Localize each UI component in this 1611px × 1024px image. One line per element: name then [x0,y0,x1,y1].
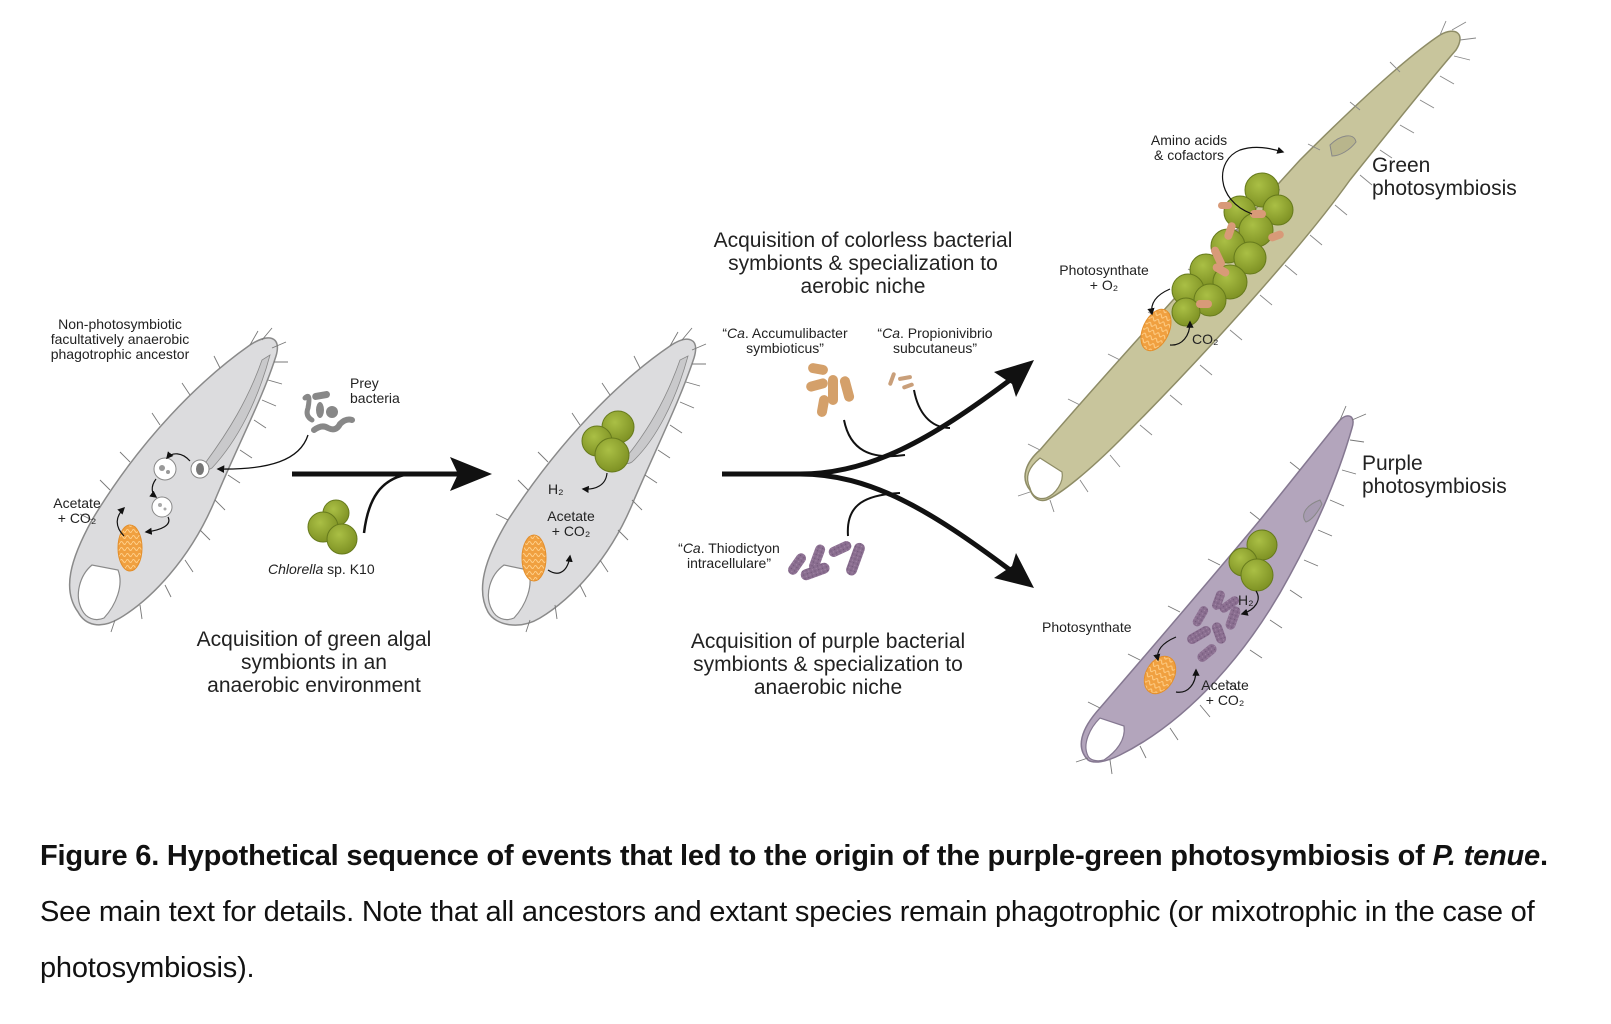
photosynthate-line: + O₂ [1089,277,1119,294]
propionivibrio-label: “Ca. Propionivibrio subcutaneus” [864,325,1006,357]
chlorella-algae-icon [307,499,358,555]
ancestor-cilia [79,327,288,633]
genus: . Accumulibacter [744,325,848,341]
chlorella-label: Chlorella sp. K10 [268,561,375,577]
species: subcutaneus” [892,340,978,357]
ancestor-cell [68,327,288,633]
caption-line: symbionts & specialization to [728,252,998,276]
amino-acids-label: Amino acids & cofactors [1140,132,1238,164]
main-arrow-split-down [799,471,1012,573]
metabolite-line: + CO₂ [1205,692,1245,709]
ancestor-mitochondrion-icon [117,524,143,572]
title-line: photosymbiosis [1362,475,1507,499]
candidatus-abbrev: Ca [727,325,745,341]
ancestor-title-line: phagotrophic ancestor [50,346,190,363]
prey-bacteria-label: Prey bacteria [350,375,400,407]
purple-h2-label: H₂ [1238,592,1254,608]
photosynthate-line: Photosynthate [1059,262,1149,278]
main-arrow-split-up [722,377,1012,477]
genus: . Thiodictyon [700,540,780,556]
green-photosymbiosis-title: Green photosymbiosis [1372,154,1517,200]
green-photosymbiosis-cell [1017,20,1477,513]
algae-join-line [362,472,411,534]
food-vacuole-1 [153,457,177,481]
thiodictyon-bacteria-icon [787,541,865,581]
amino-line: Amino acids [1150,132,1228,148]
anaerobic-branch-caption: Acquisition of purple bacterial symbiont… [664,630,992,699]
figure-caption: Figure 6. Hypothetical sequence of event… [40,828,1580,996]
caption-line: symbionts & specialization to [693,653,963,677]
green-cell-bacteria [1196,202,1284,308]
amino-line: & cofactors [1153,147,1225,164]
caption-line: aerobic niche [800,275,926,299]
purple-photosymbiosis-title: Purple photosymbiosis [1362,452,1507,498]
metabolite-line: + CO₂ [57,510,97,527]
caption-species: P. tenue [1432,840,1541,872]
caption-line: symbionts in an [241,651,387,675]
metabolite-line: Acetate [1201,677,1249,693]
caption-body: See main text for details. Note that all… [40,896,1535,984]
purple-cell-bacteria [1187,590,1241,662]
ancestor-cell-vacuole [77,564,121,621]
evolution-diagram [68,20,1477,775]
caption-line: anaerobic environment [207,674,421,698]
green-cell-algae-cluster [1171,172,1294,327]
metabolite-line: Acetate [547,508,595,524]
aerobic-branch-caption: Acquisition of colorless bacterial symbi… [690,229,1036,298]
thiodictyon-label: “Ca. Thiodictyon intracellulare” [666,540,792,572]
caption-line: Acquisition of colorless bacterial [713,229,1013,252]
candidatus-abbrev: Ca [882,325,900,341]
green-photosynthate-label: Photosynthate + O₂ [1050,262,1158,294]
quote: “ [877,325,883,341]
prey-label-line: Prey [350,375,379,391]
caption-line: anaerobic niche [753,676,903,700]
chlorella-strain: sp. K10 [323,561,375,577]
caption-line: Acquisition of green algal [196,628,432,651]
caption-period: . [1539,840,1548,872]
purple-photosynthate-label: Photosynthate [1042,619,1132,635]
ancestor-metabolite-label: Acetate + CO₂ [48,495,106,527]
algal-acquisition-caption: Acquisition of green algal symbionts in … [172,628,456,697]
ancestor-title-line: facultatively anaerobic [50,331,190,348]
purple-photosymbiosis-cell [1075,405,1367,775]
species: symbioticus” [746,340,824,357]
caption-line: Acquisition of purple bacterial [690,630,966,653]
food-vacuole-3 [151,496,173,518]
ancestor-title-line: Non-photosymbiotic [58,316,182,332]
metabolite-line: Acetate [53,495,101,511]
metabolite-line: + CO₂ [551,523,591,540]
title-line: photosymbiosis [1372,177,1517,201]
purple-metabolite-label: Acetate + CO₂ [1196,677,1254,709]
stage2-metabolite-label: Acetate + CO₂ [540,508,602,540]
genus: . Propionivibrio [899,325,993,341]
quote: “ [722,325,728,341]
algal-symbiosis-cell [481,327,707,633]
propionivibrio-bacteria-icon [888,372,914,390]
caption-title: Figure 6. Hypothetical sequence of event… [40,840,1433,872]
prey-label-line: bacteria [350,390,400,407]
accumulibacter-bacteria-icon [806,363,855,417]
title-line: Purple [1362,452,1423,475]
prey-uptake-arrow [216,434,309,474]
ancestor-title: Non-photosymbiotic facultatively anaerob… [36,316,204,363]
stage2-h2-label: H₂ [548,481,564,497]
accumulibacter-label: “Ca. Accumulibacter symbioticus” [710,325,860,357]
quote: “ [678,540,683,556]
prey-bacteria-icon [302,391,355,433]
candidatus-abbrev: Ca [682,540,701,556]
green-co2-label: CO₂ [1192,331,1219,347]
title-line: Green [1372,154,1431,177]
species: intracellulare” [686,555,772,572]
chlorella-genus: Chlorella [268,561,324,577]
